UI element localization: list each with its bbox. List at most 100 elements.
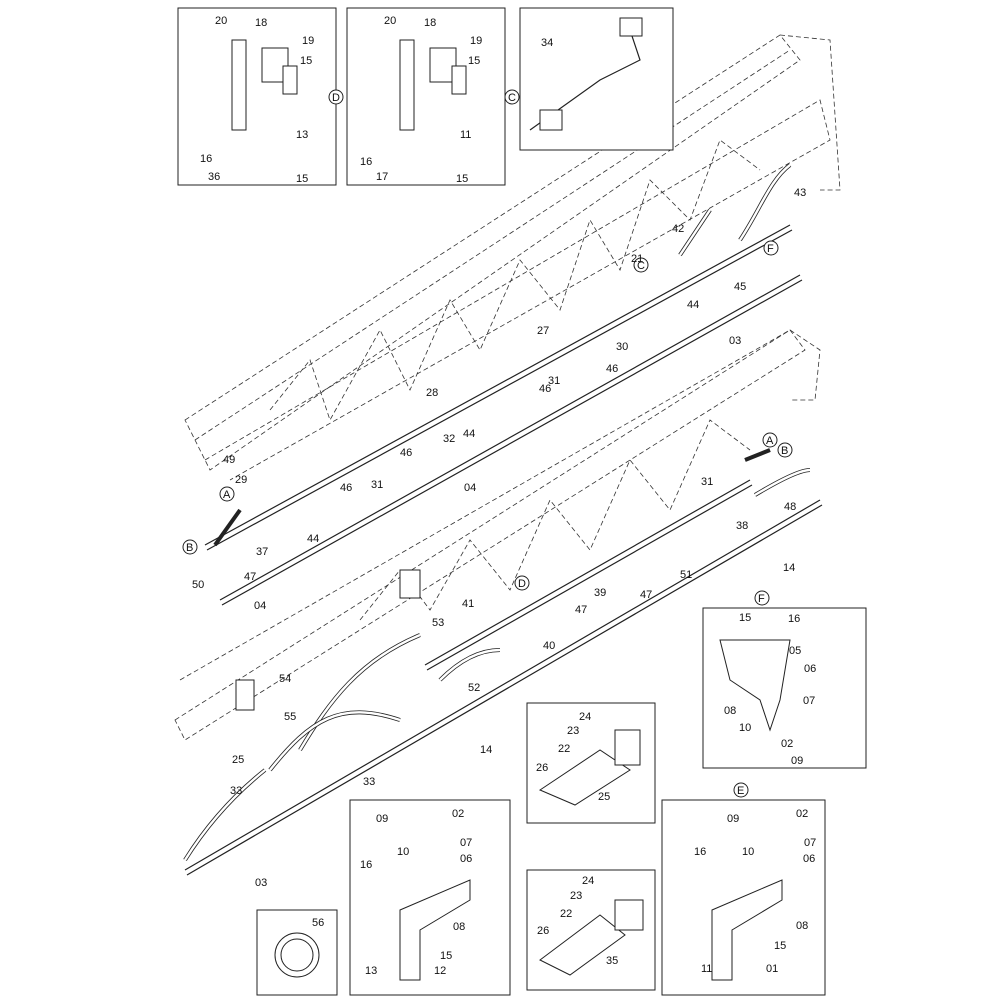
callout: 10 bbox=[397, 846, 409, 858]
callout: 12 bbox=[434, 965, 446, 977]
callout: 13 bbox=[365, 965, 377, 977]
callout: 47 bbox=[640, 589, 652, 601]
callout: 04 bbox=[254, 600, 266, 612]
callout: 27 bbox=[537, 325, 549, 337]
inset-c-callouts: 20 18 19 15 11 16 17 15 bbox=[360, 15, 482, 185]
callout: 04 bbox=[464, 482, 476, 494]
ref-e: E bbox=[737, 785, 744, 797]
callout: 17 bbox=[376, 171, 388, 183]
callout: 53 bbox=[432, 617, 444, 629]
callout: 31 bbox=[548, 375, 560, 387]
callout: 01 bbox=[766, 963, 778, 975]
elbow-fitting-callouts: 24 23 22 26 35 bbox=[537, 875, 618, 967]
callout: 14 bbox=[783, 562, 795, 574]
callout: 54 bbox=[279, 673, 291, 685]
detail-f-callouts: 15 16 05 06 08 07 10 02 09 bbox=[724, 612, 816, 767]
callout: 48 bbox=[784, 501, 796, 513]
callout: 26 bbox=[536, 762, 548, 774]
callout: 52 bbox=[468, 682, 480, 694]
callout: 14 bbox=[480, 744, 492, 756]
inset-c-frame bbox=[346, 7, 506, 186]
callout: 13 bbox=[296, 129, 308, 141]
callout: 51 bbox=[680, 569, 692, 581]
ref-a: A bbox=[766, 435, 774, 447]
callout: 42 bbox=[672, 223, 684, 235]
callout: 08 bbox=[453, 921, 465, 933]
callout: 18 bbox=[255, 17, 267, 29]
callout: 02 bbox=[796, 808, 808, 820]
callout: 49 bbox=[223, 454, 235, 466]
callout: 24 bbox=[582, 875, 594, 887]
callout: 15 bbox=[468, 55, 480, 67]
callout: 15 bbox=[739, 612, 751, 624]
callout: 30 bbox=[616, 341, 628, 353]
callout: 46 bbox=[606, 363, 618, 375]
tee-fitting-callouts: 24 23 22 26 25 bbox=[536, 711, 610, 803]
inset-d-callouts: 20 18 19 15 13 16 36 15 bbox=[200, 15, 314, 185]
callout: 09 bbox=[376, 813, 388, 825]
bracket-e-callouts: 09 02 07 10 06 16 08 15 11 01 bbox=[694, 808, 816, 975]
callout: 19 bbox=[302, 35, 314, 47]
callout: 22 bbox=[560, 908, 572, 920]
ref-b-left: B bbox=[186, 542, 193, 554]
callout: 23 bbox=[570, 890, 582, 902]
callout: 06 bbox=[803, 853, 815, 865]
callout: 10 bbox=[739, 722, 751, 734]
bracket-left-callouts: 09 02 07 10 06 16 08 15 13 12 bbox=[360, 808, 472, 977]
ref-b: B bbox=[781, 445, 788, 457]
callout: 16 bbox=[200, 153, 212, 165]
lower-boom-frame bbox=[174, 329, 821, 741]
callout: 06 bbox=[804, 663, 816, 675]
callout: 31 bbox=[371, 479, 383, 491]
ref-c: C bbox=[508, 92, 516, 104]
callout: 44 bbox=[687, 299, 699, 311]
callout: 16 bbox=[360, 156, 372, 168]
callout: 08 bbox=[796, 920, 808, 932]
ref-d: D bbox=[332, 92, 340, 104]
callout: 15 bbox=[296, 173, 308, 185]
callout: 03 bbox=[729, 335, 741, 347]
callout: 09 bbox=[727, 813, 739, 825]
callout: 56 bbox=[312, 917, 324, 929]
callout: 46 bbox=[340, 482, 352, 494]
callout: 20 bbox=[215, 15, 227, 27]
detail-ref-circles: D C F C A B A B D F E bbox=[182, 89, 793, 798]
callout: 07 bbox=[460, 837, 472, 849]
ref-a-left: A bbox=[223, 489, 231, 501]
callout: 09 bbox=[791, 755, 803, 767]
callout: 15 bbox=[440, 950, 452, 962]
callout: 05 bbox=[789, 645, 801, 657]
callout: 08 bbox=[724, 705, 736, 717]
callout: 11 bbox=[701, 963, 712, 975]
callout: 41 bbox=[462, 598, 474, 610]
callout: 07 bbox=[803, 695, 815, 707]
inset-parts bbox=[231, 17, 791, 981]
callout: 15 bbox=[456, 173, 468, 185]
callout: 10 bbox=[742, 846, 754, 858]
callout: 32 bbox=[443, 433, 455, 445]
callout: 40 bbox=[543, 640, 555, 652]
callout: 38 bbox=[736, 520, 748, 532]
callout: 06 bbox=[460, 853, 472, 865]
detail-f-frame bbox=[702, 607, 867, 769]
callout: 02 bbox=[781, 738, 793, 750]
callout: 02 bbox=[452, 808, 464, 820]
callout: 46 bbox=[539, 383, 551, 395]
callout: 20 bbox=[384, 15, 396, 27]
callout: 47 bbox=[575, 604, 587, 616]
callout: 16 bbox=[360, 859, 372, 871]
callout: 45 bbox=[734, 281, 746, 293]
callout: 18 bbox=[424, 17, 436, 29]
callout: 33 bbox=[363, 776, 375, 788]
upper-boom-frame bbox=[184, 34, 841, 481]
callout: 47 bbox=[244, 571, 256, 583]
spray-pipes bbox=[183, 163, 823, 876]
callout: 24 bbox=[579, 711, 591, 723]
callout: 33 bbox=[230, 785, 242, 797]
ref-f: F bbox=[767, 243, 774, 255]
callout: 26 bbox=[537, 925, 549, 937]
callout: 03 bbox=[255, 877, 267, 889]
callout: 37 bbox=[256, 546, 268, 558]
